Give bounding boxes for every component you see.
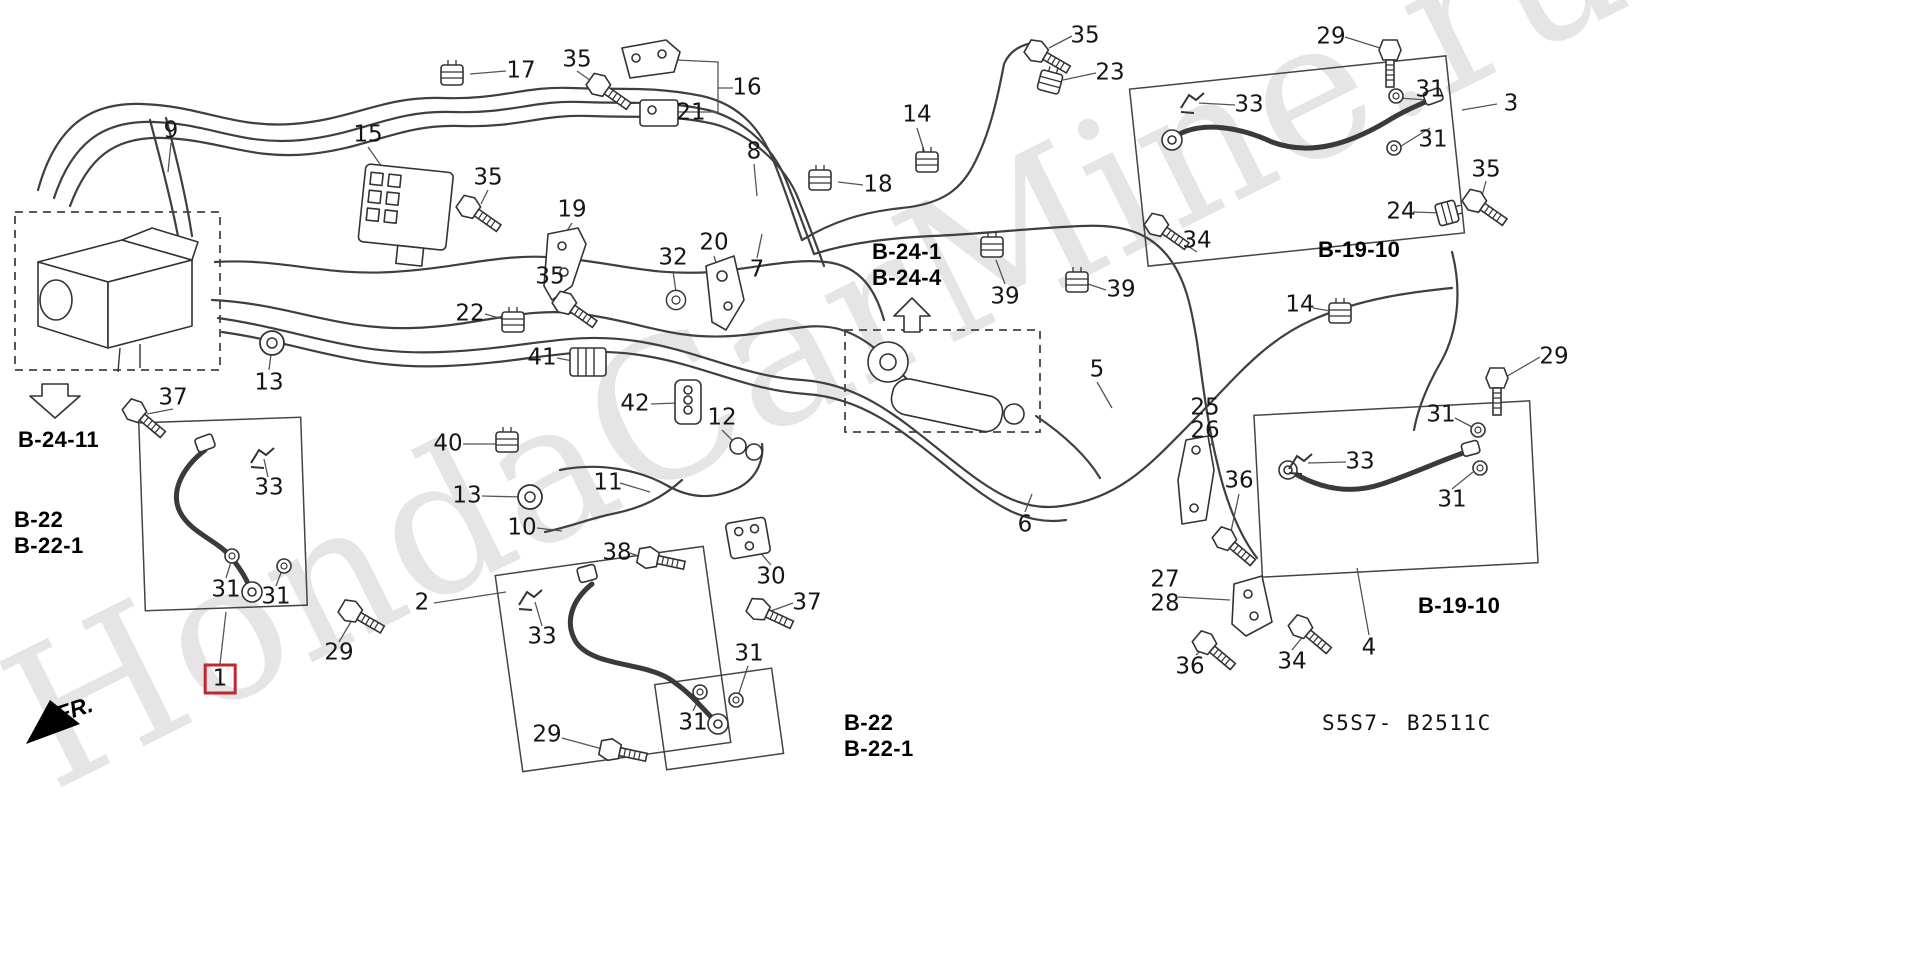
callout-39[interactable]: 39 — [990, 283, 1020, 310]
callout-24[interactable]: 24 — [1386, 198, 1416, 225]
callout-37[interactable]: 37 — [792, 589, 822, 616]
callout-16[interactable]: 16 — [732, 74, 762, 101]
assembly-box-3 — [1128, 55, 1466, 267]
callout-4[interactable]: 4 — [1361, 634, 1377, 661]
callout-39[interactable]: 39 — [1106, 276, 1136, 303]
callout-29[interactable]: 29 — [1316, 23, 1346, 50]
brake-hoses — [173, 87, 1481, 735]
callout-20[interactable]: 20 — [699, 229, 729, 256]
assembly-box-4 — [1253, 400, 1539, 578]
callout-33[interactable]: 33 — [1234, 91, 1264, 118]
dashed-box-master-cylinder — [844, 329, 1041, 433]
callout-41[interactable]: 41 — [527, 344, 557, 371]
fr-arrow-icon — [26, 700, 80, 744]
callout-9[interactable]: 9 — [163, 117, 179, 144]
callout-35[interactable]: 35 — [562, 46, 592, 73]
ref-b-22: B-22 — [844, 710, 894, 735]
ref-b-22: B-22 — [14, 507, 64, 532]
callout-37[interactable]: 37 — [158, 384, 188, 411]
callout-29[interactable]: 29 — [324, 639, 354, 666]
ref-b-22-1: B-22-1 — [844, 736, 914, 761]
callout-28[interactable]: 28 — [1150, 590, 1180, 617]
callout-35[interactable]: 35 — [1070, 22, 1100, 49]
callout-35[interactable]: 35 — [1471, 156, 1501, 183]
leader-lines — [146, 35, 1541, 751]
callout-30[interactable]: 30 — [756, 563, 786, 590]
callout-14[interactable]: 14 — [1285, 291, 1315, 318]
callout-11[interactable]: 11 — [593, 469, 623, 496]
callout-34[interactable]: 34 — [1182, 227, 1212, 254]
ref-b-19-10: B-19-10 — [1418, 593, 1501, 618]
callout-33[interactable]: 33 — [527, 623, 557, 650]
ref-b-19-10: B-19-10 — [1318, 237, 1401, 262]
callout-31[interactable]: 31 — [1418, 126, 1448, 153]
callout-3[interactable]: 3 — [1503, 90, 1519, 117]
ref-b-24-4: B-24-4 — [872, 265, 942, 290]
callout-18[interactable]: 18 — [863, 171, 893, 198]
callout-25[interactable]: 25 — [1190, 394, 1220, 421]
callout-15[interactable]: 15 — [353, 121, 383, 148]
callout-2[interactable]: 2 — [414, 589, 430, 616]
assembly-box-2-sub — [653, 667, 785, 771]
diagram-code: S5S7- B2511C — [1322, 711, 1492, 735]
callout-33[interactable]: 33 — [254, 474, 284, 501]
up-arrow-icon — [893, 297, 931, 333]
callout-40[interactable]: 40 — [433, 430, 463, 457]
callout-21[interactable]: 21 — [676, 99, 706, 126]
callout-31[interactable]: 31 — [211, 576, 241, 603]
callout-36[interactable]: 36 — [1175, 653, 1205, 680]
callout-34[interactable]: 34 — [1277, 648, 1307, 675]
callout-5[interactable]: 5 — [1089, 356, 1105, 383]
callout-38[interactable]: 38 — [602, 539, 632, 566]
callout-36[interactable]: 36 — [1224, 467, 1254, 494]
brackets-and-blocks — [357, 39, 1273, 637]
brake-pipes — [36, 40, 1459, 560]
callout-31[interactable]: 31 — [734, 640, 764, 667]
callout-33[interactable]: 33 — [1345, 448, 1375, 475]
callout-12[interactable]: 12 — [707, 404, 737, 431]
callout-1[interactable]: 1 — [203, 663, 237, 695]
callout-27[interactable]: 27 — [1150, 566, 1180, 593]
callout-31[interactable]: 31 — [1415, 76, 1445, 103]
callout-31[interactable]: 31 — [1426, 401, 1456, 428]
callout-29[interactable]: 29 — [1539, 343, 1569, 370]
callout-8[interactable]: 8 — [746, 138, 762, 165]
callout-32[interactable]: 32 — [658, 244, 688, 271]
down-arrow-icon — [29, 383, 81, 419]
ref-b-22-1: B-22-1 — [14, 533, 84, 558]
callout-10[interactable]: 10 — [507, 514, 537, 541]
callout-6[interactable]: 6 — [1017, 511, 1033, 538]
callout-17[interactable]: 17 — [506, 57, 536, 84]
watermark: HondaCarMine.ru — [0, 0, 1656, 833]
callout-13[interactable]: 13 — [452, 482, 482, 509]
callout-19[interactable]: 19 — [557, 196, 587, 223]
callout-7[interactable]: 7 — [749, 256, 765, 283]
callout-31[interactable]: 31 — [261, 583, 291, 610]
callout-13[interactable]: 13 — [254, 369, 284, 396]
assembly-box-1 — [137, 416, 309, 612]
callout-14[interactable]: 14 — [902, 101, 932, 128]
callout-31[interactable]: 31 — [1437, 486, 1467, 513]
callout-42[interactable]: 42 — [620, 390, 650, 417]
master-cylinder-icon — [867, 341, 1025, 433]
callout-29[interactable]: 29 — [532, 721, 562, 748]
abs-modulator-icon — [37, 227, 199, 373]
callout-35[interactable]: 35 — [535, 263, 565, 290]
ref-b-24-1: B-24-1 — [872, 239, 942, 264]
callout-31[interactable]: 31 — [678, 709, 708, 736]
ref-b-24-11: B-24-11 — [18, 427, 100, 452]
callout-23[interactable]: 23 — [1095, 59, 1125, 86]
callout-22[interactable]: 22 — [455, 300, 485, 327]
callout-26[interactable]: 26 — [1190, 417, 1220, 444]
callout-35[interactable]: 35 — [473, 164, 503, 191]
